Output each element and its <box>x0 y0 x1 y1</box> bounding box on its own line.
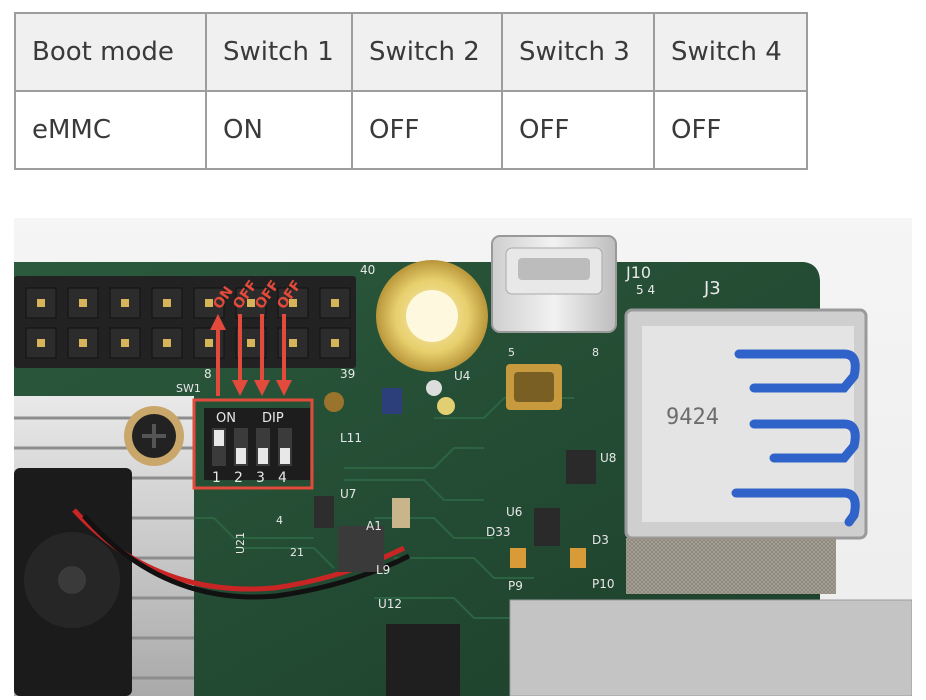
dip-number-4: 4 <box>278 470 287 486</box>
header-switch-4: Switch 4 <box>653 12 808 92</box>
silk-l9: L9 <box>376 563 390 577</box>
gpio-header <box>14 276 356 368</box>
cell-switch-1: ON <box>205 90 353 170</box>
micro-usb-port <box>491 235 617 333</box>
silk-4: 4 <box>276 514 283 527</box>
silk-d3: D3 <box>592 533 609 547</box>
cell-switch-2: OFF <box>351 90 503 170</box>
silkscreen-labels: 40 39 8 SW1 L11 U7 A1 L9 U4 U6 U8 D33 D3… <box>176 263 721 611</box>
standoff-screw <box>124 406 184 466</box>
mounting-hole <box>376 260 488 372</box>
silk-8b: 8 <box>592 346 599 359</box>
header-boot-mode: Boot mode <box>14 12 207 92</box>
dip-highlight-box <box>192 398 314 490</box>
dip-number-2: 2 <box>234 470 243 486</box>
table-header-row: Boot mode Switch 1 Switch 2 Switch 3 Swi… <box>14 12 808 92</box>
silk-a1: A1 <box>366 519 382 533</box>
silk-5: 5 <box>508 346 515 359</box>
cell-boot-mode: eMMC <box>14 90 207 170</box>
silk-u7: U7 <box>340 487 356 501</box>
ethernet-port <box>509 599 912 696</box>
silk-d33: D33 <box>486 525 511 539</box>
dip-switch: ON DIP 1 2 3 4 <box>204 408 310 486</box>
silk-sw1: SW1 <box>176 382 201 395</box>
smd-components <box>314 364 596 696</box>
silk-l11: L11 <box>340 431 362 445</box>
annotation-arrows <box>210 314 292 396</box>
silk-p10: P10 <box>592 577 615 591</box>
header-switch-2: Switch 2 <box>351 12 503 92</box>
silk-u21: U21 <box>234 532 247 554</box>
table-row: eMMC ON OFF OFF OFF <box>14 90 808 170</box>
silk-pins-54: 5 4 <box>636 283 655 297</box>
silk-21: 21 <box>290 546 304 559</box>
header-switch-1: Switch 1 <box>205 12 353 92</box>
fan-wire-black <box>82 514 411 600</box>
silk-j3: J3 <box>703 278 721 299</box>
dip-number-3: 3 <box>256 470 265 486</box>
silk-39: 39 <box>340 367 355 381</box>
silk-40: 40 <box>360 263 375 277</box>
silk-p9: P9 <box>508 579 523 593</box>
board-photo: ON DIP 1 2 3 4 ON OFF OFF OFF 40 39 8 SW… <box>14 218 912 696</box>
usb-chip-marking: 9424 <box>666 405 719 430</box>
silk-8: 8 <box>204 367 212 381</box>
silk-u4: U4 <box>454 369 470 383</box>
pcb-traces <box>164 397 574 619</box>
silk-j10: J10 <box>625 263 651 282</box>
usb3-port <box>624 308 868 594</box>
cell-switch-3: OFF <box>501 90 655 170</box>
header-switch-3: Switch 3 <box>501 12 655 92</box>
silk-u12: U12 <box>378 597 402 611</box>
dip-label: DIP <box>262 411 284 426</box>
dip-on-label: ON <box>216 411 236 426</box>
boot-mode-table: Boot mode Switch 1 Switch 2 Switch 3 Swi… <box>14 12 808 170</box>
silk-u8: U8 <box>600 451 616 465</box>
dip-number-1: 1 <box>212 470 221 486</box>
silk-u6: U6 <box>506 505 522 519</box>
cell-switch-4: OFF <box>653 90 808 170</box>
